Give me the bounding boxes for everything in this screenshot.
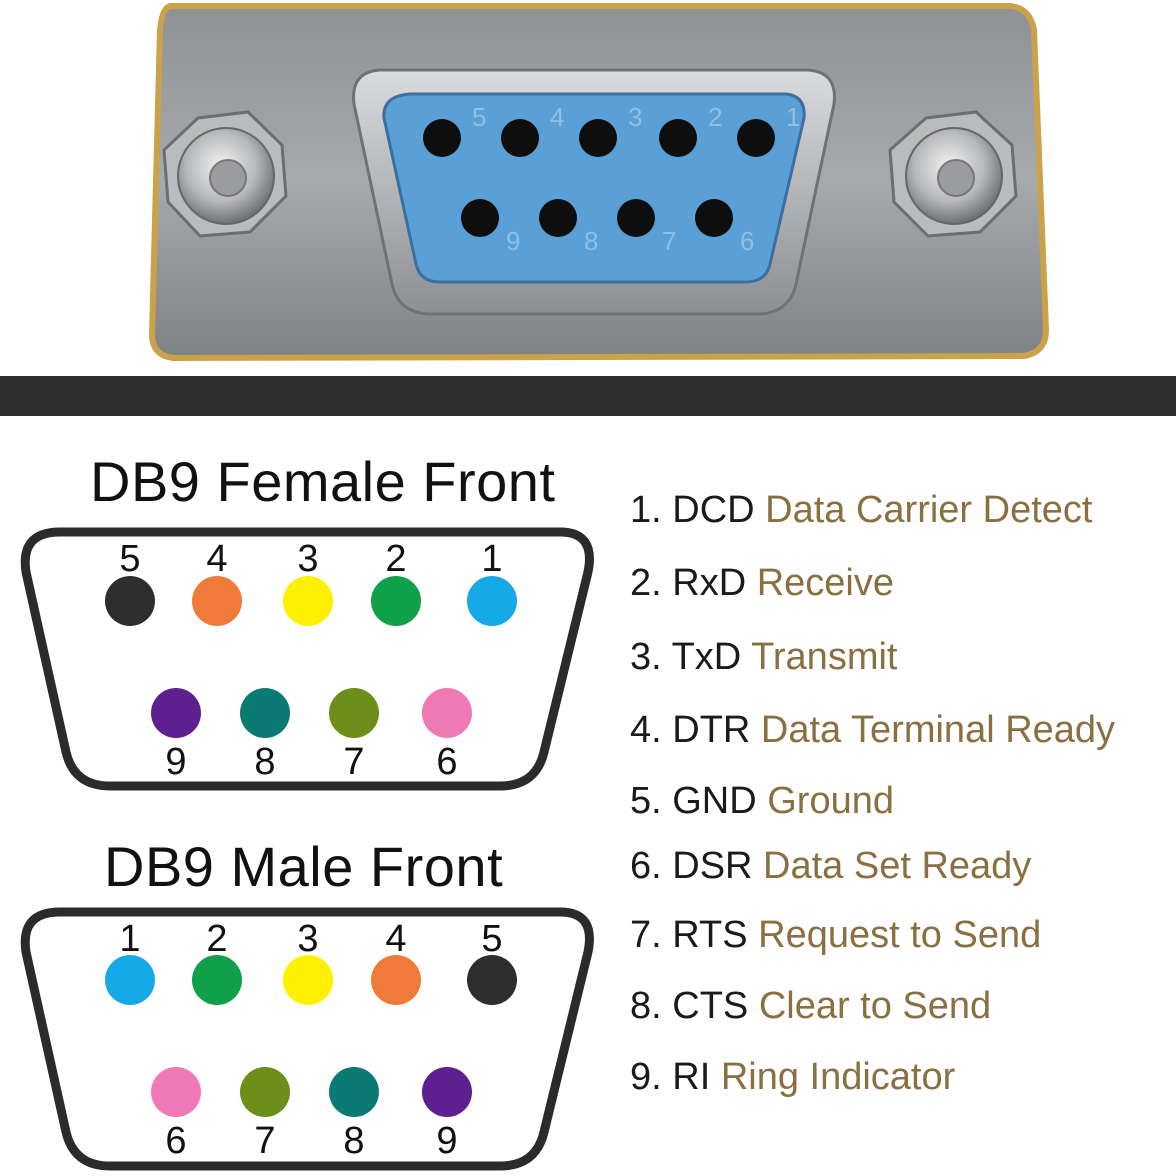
socket-digit: 9: [506, 226, 520, 256]
socket-hole-top-0: [423, 119, 461, 157]
socket-digit: 1: [786, 102, 800, 132]
socket-hole-bottom-0: [461, 199, 499, 237]
socket-hole-top-1: [501, 119, 539, 157]
female-pin-number: 3: [297, 538, 319, 580]
legend-description: Data Terminal Ready: [760, 709, 1116, 751]
socket-hole-bottom-3: [695, 199, 733, 237]
legend-item: 2. RxD Receive: [630, 562, 894, 604]
female-pin-1: [467, 576, 517, 626]
female-pin-number: 4: [206, 538, 228, 580]
male-diagram-title: DB9 Male Front: [104, 835, 504, 898]
male-pin-1: [105, 955, 155, 1005]
female-diagram-title: DB9 Female Front: [90, 450, 556, 513]
legend-code: 8. CTS: [630, 985, 759, 1027]
male-pin-number: 3: [297, 918, 319, 960]
male-pin-number: 2: [206, 918, 228, 960]
female-pin-8: [240, 688, 290, 738]
legend-item: 6. DSR Data Set Ready: [630, 845, 1032, 887]
socket-hole-top-2: [579, 119, 617, 157]
legend-description: Request to Send: [758, 914, 1042, 956]
female-pin-9: [151, 688, 201, 738]
legend-code: 2. RxD: [630, 562, 757, 604]
female-pin-number: 9: [165, 741, 187, 783]
legend-item: 7. RTS Request to Send: [630, 914, 1042, 956]
legend-description: Receive: [756, 562, 894, 604]
male-pin-number: 7: [254, 1120, 276, 1162]
socket-digit: 2: [708, 102, 722, 132]
legend-description: Clear to Send: [758, 985, 992, 1027]
section-divider: [0, 376, 1176, 416]
female-pin-number: 8: [254, 741, 276, 783]
legend-description: Ground: [767, 780, 894, 822]
female-pin-number: 2: [385, 538, 407, 580]
male-pin-3: [283, 955, 333, 1005]
socket-holes: 5 4 3 2 1 9 8 7 6: [423, 102, 800, 256]
male-pin-number: 9: [436, 1120, 458, 1162]
legend-description: Transmit: [751, 636, 898, 678]
female-pin-5: [105, 576, 155, 626]
legend-code: 6. DSR: [630, 845, 764, 887]
socket-hole-bottom-1: [539, 199, 577, 237]
left-screw: [162, 110, 288, 238]
legend-code: 9. RI: [630, 1056, 721, 1098]
legend-item: 4. DTR Data Terminal Ready: [630, 709, 1116, 751]
male-pin-number: 4: [385, 918, 407, 960]
male-pin-5: [467, 955, 517, 1005]
socket-digit: 6: [740, 226, 754, 256]
connector-insert: [382, 92, 806, 284]
male-pin-number: 8: [343, 1120, 365, 1162]
legend-item: 8. CTS Clear to Send: [630, 985, 992, 1027]
socket-digit: 4: [550, 102, 564, 132]
legend-code: 3. TxD: [630, 636, 752, 678]
legend-description: Data Set Ready: [763, 845, 1032, 887]
male-pin-number: 1: [119, 918, 141, 960]
legend-item: 9. RI Ring Indicator: [630, 1056, 956, 1098]
socket-digit: 8: [584, 226, 598, 256]
socket-hole-bottom-2: [617, 199, 655, 237]
female-pin-2: [371, 576, 421, 626]
legend-code: 5. GND: [630, 780, 768, 822]
legend-description: Ring Indicator: [720, 1056, 956, 1098]
male-pin-8: [329, 1067, 379, 1117]
female-pin-3: [283, 576, 333, 626]
legend-code: 4. DTR: [630, 709, 761, 751]
male-pin-4: [371, 955, 421, 1005]
female-pin-6: [422, 688, 472, 738]
male-pin-7: [240, 1067, 290, 1117]
female-pin-number: 6: [436, 741, 458, 783]
socket-hole-top-3: [659, 119, 697, 157]
socket-digit: 7: [662, 226, 676, 256]
right-screw: [888, 110, 1018, 238]
legend-item: 3. TxD Transmit: [630, 636, 898, 678]
male-pin-2: [192, 955, 242, 1005]
legend-code: 7. RTS: [630, 914, 759, 956]
male-pin-number: 5: [481, 918, 503, 960]
legend-description: Data Carrier Detect: [765, 489, 1093, 531]
socket-digit: 3: [628, 102, 642, 132]
legend-item: 5. GND Ground: [630, 780, 894, 822]
legend-code: 1. DCD: [630, 489, 766, 531]
female-pin-number: 1: [481, 538, 503, 580]
female-pin-4: [192, 576, 242, 626]
male-pin-6: [151, 1067, 201, 1117]
female-pin-7: [329, 688, 379, 738]
female-pin-number: 7: [343, 741, 365, 783]
male-pin-number: 6: [165, 1120, 187, 1162]
socket-digit: 5: [472, 102, 486, 132]
female-pin-number: 5: [119, 538, 141, 580]
connector-photo: 5 4 3 2 1 9 8 7 6: [0, 0, 1176, 376]
socket-hole-top-4: [737, 119, 775, 157]
male-pin-9: [422, 1067, 472, 1117]
legend-item: 1. DCD Data Carrier Detect: [630, 489, 1093, 531]
